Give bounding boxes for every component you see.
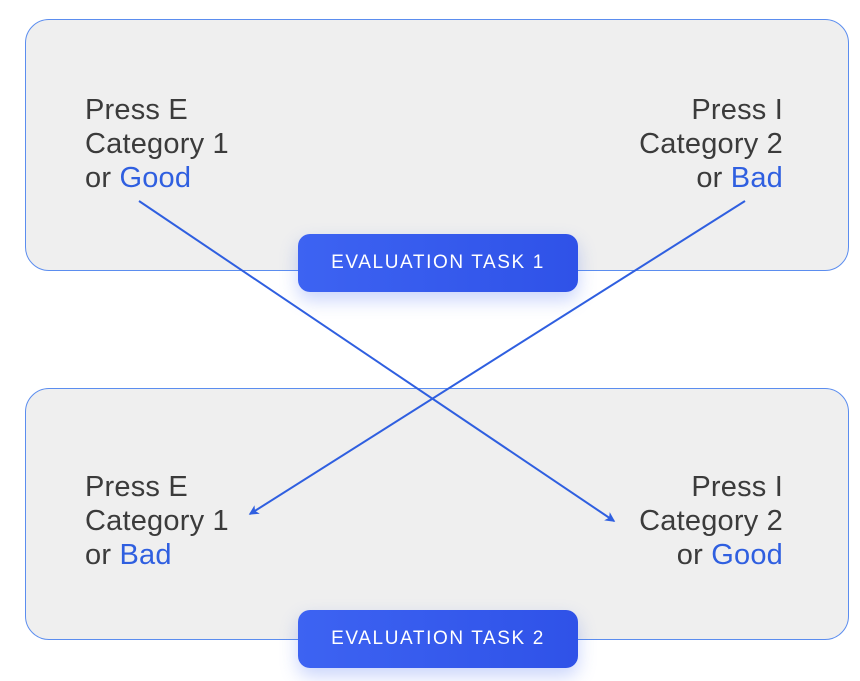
task1-right-or: or [696,162,731,194]
task2-left-press: Press E [85,471,188,503]
task2-left-category: Category 1 [85,505,229,537]
task1-right-instructions: Press I Category 2 or Bad [639,93,783,195]
evaluation-task-2-badge: EVALUATION TASK 2 [298,610,578,668]
task2-right-or-line: or Good [639,538,783,572]
task1-right-category: Category 2 [639,128,783,160]
task2-left-or: or [85,539,120,571]
task1-left-or: or [85,162,120,194]
task1-left-or-line: or Good [85,161,229,195]
task1-left-instructions: Press E Category 1 or Good [85,93,229,195]
task2-left-word: Bad [119,539,172,571]
task2-right-word: Good [711,539,783,571]
task1-left-press: Press E [85,94,188,126]
task2-right-or: or [676,539,712,571]
task2-right-instructions: Press I Category 2 or Good [639,470,783,572]
evaluation-task-1-badge: EVALUATION TASK 1 [298,234,578,292]
task1-right-word: Bad [730,162,783,194]
task2-left-or-line: or Bad [85,538,229,572]
task2-left-instructions: Press E Category 1 or Bad [85,470,229,572]
task2-right-category: Category 2 [639,505,783,537]
task1-right-press: Press I [691,94,783,126]
task1-right-or-line: or Bad [639,161,783,195]
task2-right-press: Press I [691,471,783,503]
task1-left-word: Good [119,162,192,194]
task1-left-category: Category 1 [85,128,229,160]
